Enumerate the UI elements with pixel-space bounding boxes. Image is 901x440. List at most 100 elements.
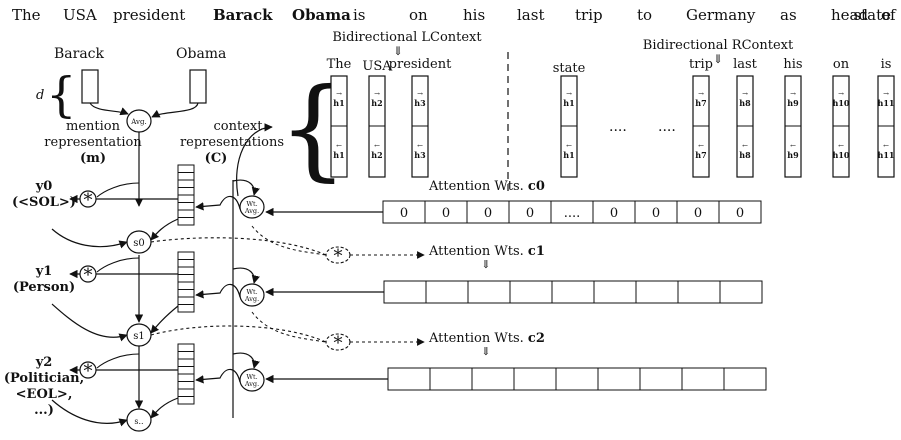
context-vector-cell bbox=[177, 202, 195, 211]
left-context-arrow: ⇓ bbox=[393, 44, 403, 58]
backward-hidden: h9 bbox=[787, 150, 799, 160]
backward-arrow: ← bbox=[883, 142, 889, 150]
mention-arrow-1 bbox=[89, 102, 129, 116]
backward-hidden: h10 bbox=[833, 150, 850, 160]
attention-label: Attention Wts. c1 bbox=[428, 244, 545, 259]
product-symbol: * bbox=[84, 190, 93, 211]
context-vector-cell bbox=[177, 259, 195, 268]
mention-word-1: Barack bbox=[54, 46, 105, 62]
context-vector-cell bbox=[177, 373, 195, 382]
attention-weight-cell bbox=[387, 367, 431, 391]
backward-hidden: h8 bbox=[739, 150, 751, 160]
forward-hidden: h11 bbox=[878, 98, 895, 108]
decoder-spines bbox=[134, 132, 234, 418]
sentence-word: as bbox=[780, 6, 797, 24]
forward-hidden: h1 bbox=[333, 98, 344, 108]
context-vector-cell bbox=[177, 217, 195, 226]
attention-label: Attention Wts. c0 bbox=[428, 179, 545, 194]
left-brace: { bbox=[46, 67, 77, 123]
backward-arrow: ← bbox=[790, 142, 796, 150]
mention-vector-1 bbox=[81, 69, 99, 104]
context-vector-cell bbox=[177, 274, 195, 283]
attention-weight-cell bbox=[383, 280, 427, 304]
context-to-wavg bbox=[232, 267, 260, 284]
attention-weight-cell bbox=[555, 367, 599, 391]
attention-down-arrow: ⇓ bbox=[481, 345, 490, 358]
column-word: state bbox=[553, 61, 586, 76]
context-vector-cell bbox=[177, 358, 195, 367]
sentence-word: Obama bbox=[292, 6, 351, 24]
context-vector-to-state bbox=[150, 218, 179, 241]
sentence-word: to bbox=[637, 6, 652, 24]
forward-arrow: → bbox=[698, 90, 704, 98]
forward-arrow: → bbox=[566, 90, 572, 98]
right-context-arrow: ⇓ bbox=[713, 52, 723, 66]
context-vector-cell bbox=[177, 164, 195, 173]
state-attention-link: * bbox=[150, 325, 425, 354]
context-label-3: (C) bbox=[205, 151, 228, 166]
attention-weight-cell bbox=[639, 367, 683, 391]
context-vector-cell bbox=[177, 396, 195, 405]
attention-weight-cell bbox=[723, 367, 767, 391]
forward-arrow: → bbox=[336, 90, 342, 98]
output-type: (<SOL>) bbox=[12, 195, 76, 210]
attention-weight-cell bbox=[719, 280, 763, 304]
forward-arrow: → bbox=[883, 90, 889, 98]
attention-weight-value: 0 bbox=[610, 206, 618, 221]
attention-row: Attention Wts. c1⇓ bbox=[265, 244, 763, 304]
column-word: trip bbox=[689, 57, 713, 72]
sentence-word: on bbox=[409, 6, 428, 24]
wavg-label-1: Wt. bbox=[246, 288, 257, 296]
forward-hidden: h7 bbox=[695, 98, 706, 108]
sentence-word: Barack bbox=[213, 6, 273, 24]
state-to-product bbox=[96, 257, 140, 273]
backward-hidden: h1 bbox=[563, 150, 574, 160]
column-word: USA bbox=[362, 59, 392, 74]
product-symbol: * bbox=[84, 361, 93, 382]
attention-weight-cell bbox=[593, 280, 637, 304]
decoder-step: Wt.Avg.*y2(Politician,<EOL>,...) bbox=[4, 343, 265, 427]
bilstm-column: USA→h2←h2 bbox=[362, 59, 392, 178]
product-symbol: * bbox=[84, 265, 93, 286]
context-to-wavg bbox=[232, 179, 260, 196]
wavg-to-context-vector bbox=[195, 368, 241, 384]
state-attention-link: * bbox=[150, 237, 425, 267]
dotted-state-link bbox=[150, 325, 327, 343]
backward-arrow: ← bbox=[698, 142, 704, 150]
decoder-state-label: s1 bbox=[133, 331, 145, 342]
embedding-input bbox=[51, 228, 128, 249]
wavg-label-1: Wt. bbox=[246, 373, 257, 381]
bilstm-column: his→h9←h9 bbox=[783, 57, 803, 178]
context-to-attention-link bbox=[251, 225, 327, 256]
context-vector-cell bbox=[177, 343, 195, 352]
context-to-wavg bbox=[232, 352, 260, 369]
output-type: <EOL>, bbox=[16, 387, 73, 402]
output-label: y0 bbox=[35, 179, 53, 194]
forward-arrow: → bbox=[742, 90, 748, 98]
context-headers: Bidirectional LContext ⇓ Bidirectional R… bbox=[332, 30, 794, 192]
context-vector-cell bbox=[177, 251, 195, 260]
mention-label-1: mention bbox=[66, 119, 121, 134]
backward-hidden: h7 bbox=[695, 150, 706, 160]
forward-arrow: → bbox=[417, 90, 423, 98]
forward-hidden: h1 bbox=[563, 98, 574, 108]
context-vector-cell bbox=[177, 351, 195, 360]
attention-weight-value: 0 bbox=[442, 206, 450, 221]
backward-hidden: h1 bbox=[333, 150, 344, 160]
forward-hidden: h3 bbox=[414, 98, 426, 108]
attention-weight-value: 0 bbox=[400, 206, 408, 221]
attention-weight-cell bbox=[425, 280, 469, 304]
forward-hidden: h8 bbox=[739, 98, 751, 108]
attention-row: Attention Wts. c2⇓ bbox=[265, 331, 767, 391]
bilstm-column: trip→h7←h7 bbox=[689, 57, 713, 178]
bilstm-columns: The→h1←h1USA→h2←h2president→h3←h3state→h… bbox=[327, 57, 895, 178]
column-word: his bbox=[783, 57, 802, 72]
sentence-word: head bbox=[831, 6, 868, 24]
context-vector-cell bbox=[177, 281, 195, 290]
forward-hidden: h10 bbox=[833, 98, 850, 108]
wavg-label-1: Wt. bbox=[246, 200, 257, 208]
